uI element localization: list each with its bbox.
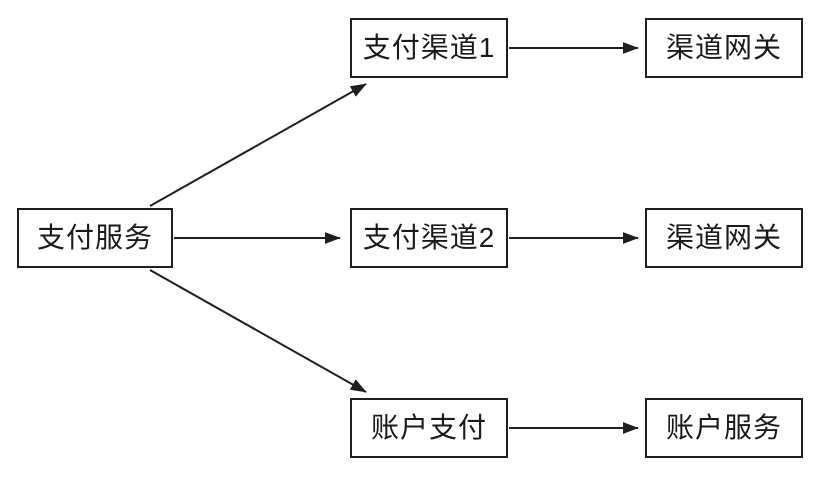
node-channel-gateway-1[interactable]: 渠道网关 [645, 18, 803, 78]
node-channel-gateway-2[interactable]: 渠道网关 [645, 208, 803, 268]
node-payment-channel-1-label: 支付渠道1 [362, 32, 496, 63]
node-payment-service-label: 支付服务 [36, 222, 153, 253]
node-payment-channel-2-label: 支付渠道2 [362, 222, 496, 253]
node-account-service[interactable]: 账户服务 [645, 398, 803, 458]
node-account-payment-label: 账户支付 [370, 412, 487, 443]
edge-payment-service-to-account-payment [149, 269, 367, 393]
node-channel-gateway-2-label: 渠道网关 [665, 222, 782, 253]
node-payment-channel-2[interactable]: 支付渠道2 [350, 208, 508, 268]
node-payment-channel-1[interactable]: 支付渠道1 [350, 18, 508, 78]
node-channel-gateway-1-label: 渠道网关 [665, 32, 782, 63]
node-account-service-label: 账户服务 [665, 412, 782, 443]
node-account-payment[interactable]: 账户支付 [350, 398, 508, 458]
node-payment-service[interactable]: 支付服务 [17, 208, 173, 268]
edge-payment-service-to-payment-channel-1 [149, 83, 367, 207]
